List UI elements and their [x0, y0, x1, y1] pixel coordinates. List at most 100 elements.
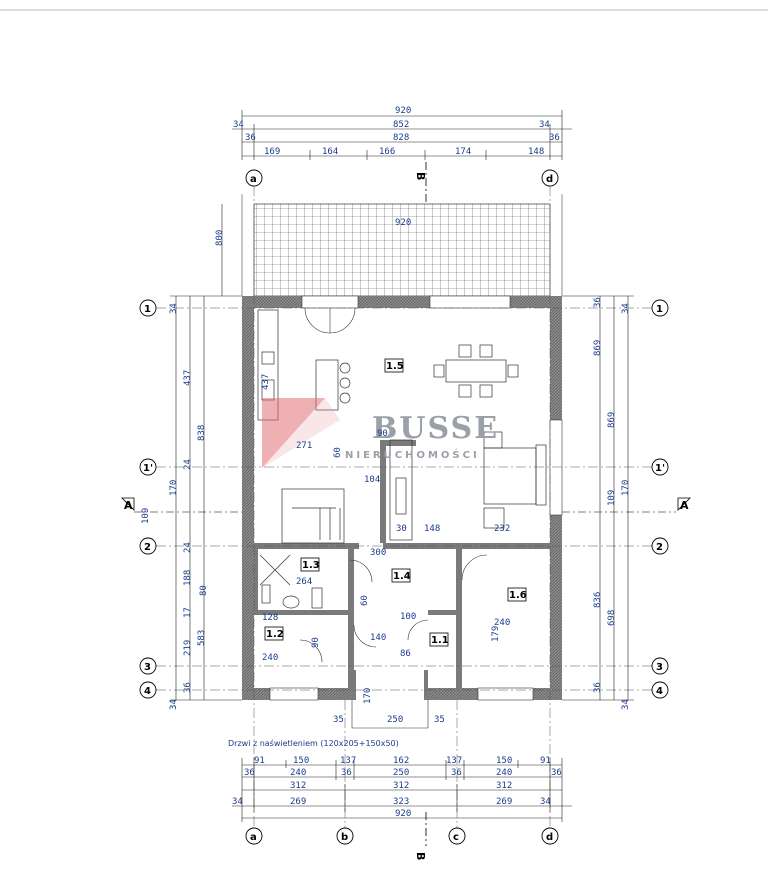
dim-right-1: 34: [621, 303, 631, 314]
watermark-sub: NIERUCHOMOŚCI: [345, 448, 480, 461]
dim-left-1: 437: [183, 370, 193, 386]
right-window: [549, 419, 563, 516]
dim-int-100: 100: [400, 612, 416, 622]
column-axis-bottom: [245, 827, 559, 845]
door-note: Drzwi z naświetleniem (120x205+150x50): [228, 738, 399, 748]
dim-bottom-row4-2: 323: [393, 797, 409, 807]
dim-top-row3-1: 828: [393, 133, 409, 143]
sliding-door: [429, 295, 511, 309]
dim-bottom-row2-6: 36: [551, 768, 562, 778]
dim-int-35a: 35: [333, 715, 344, 725]
dim-int-300: 300: [370, 548, 386, 558]
axis-top-d: d: [546, 174, 553, 185]
dim-bottom-row4-4: 34: [540, 797, 551, 807]
axis-left-2: 2: [144, 542, 151, 553]
dim-bottom-row4-1: 269: [290, 797, 306, 807]
top-dimensions: [232, 110, 572, 160]
axis-bottom-a: a: [250, 832, 257, 843]
outer-walls: [242, 296, 562, 700]
dim-top-row3-0: 36: [245, 133, 256, 143]
dim-top-row4-1: 164: [322, 147, 338, 157]
room-1-5: 1.5: [386, 361, 404, 372]
axis-right-1p: 1': [655, 463, 665, 474]
dim-terrace-depth: 800: [215, 230, 225, 246]
dim-int-86: 86: [400, 649, 411, 659]
dim-int-179: 179: [491, 626, 501, 642]
dim-int-30: 30: [396, 524, 407, 534]
axis-right-1: 1: [656, 304, 663, 315]
dim-top-row2-2: 34: [539, 120, 550, 130]
column-axis-top: [245, 169, 559, 187]
axis-right-3: 3: [656, 662, 663, 673]
dim-top-row3-2: 36: [549, 133, 560, 143]
door-swings: [299, 554, 488, 663]
dim-int-90b: 90: [311, 637, 321, 648]
dim-left-mid-1: 109: [141, 508, 151, 524]
dim-bottom-row4-3: 269: [496, 797, 512, 807]
dim-int-128: 128: [262, 613, 278, 623]
dim-top-row2-1: 852: [393, 120, 409, 130]
dim-bottom-row1-6: 91: [540, 756, 551, 766]
right-dimensions: [562, 295, 634, 701]
dim-top-row2-0: 34: [233, 120, 244, 130]
room-1-2: 1.2: [266, 629, 284, 640]
axis-bottom-c: c: [453, 832, 459, 843]
dim-left-4: 24: [183, 542, 193, 553]
dim-bottom-row1-2: 137: [340, 756, 356, 766]
dim-bottom-row2-5: 240: [496, 768, 512, 778]
dim-right-9: 34: [621, 699, 631, 710]
dim-top-row4-0: 169: [264, 147, 280, 157]
axis-bottom-b: b: [341, 832, 348, 843]
dim-bottom-row3-1: 312: [393, 781, 409, 791]
section-a-right-flag: [677, 497, 691, 511]
dim-left-0: 34: [169, 303, 179, 314]
dim-top-row4-4: 148: [528, 147, 544, 157]
axis-right-4: 4: [656, 686, 663, 697]
dim-right-4: 170: [621, 480, 631, 496]
dim-right-3: 869: [607, 412, 617, 428]
dim-int-232: 232: [494, 524, 510, 534]
axis-left-3: 3: [144, 662, 151, 673]
dim-int-60: 60: [333, 447, 343, 458]
dim-right-5: 109: [607, 490, 617, 506]
room-label-boxes: [264, 358, 527, 647]
dim-int-148: 148: [424, 524, 440, 534]
terrace-door: [301, 295, 359, 309]
dim-left-2: 24: [183, 459, 193, 470]
section-a-left-flag: [121, 497, 135, 511]
row-axis-bubbles: [139, 299, 669, 699]
left-dimensions: [170, 295, 242, 701]
busse-watermark: [262, 398, 340, 468]
room-1-1: 1.1: [431, 635, 449, 646]
dim-int-140: 140: [370, 633, 386, 643]
dim-bottom-row3-0: 312: [290, 781, 306, 791]
dim-bottom-row1-0: 91: [254, 756, 265, 766]
dim-bottom-row1-5: 150: [496, 756, 512, 766]
dim-left-mid-0: 838: [197, 425, 207, 441]
room-1-6: 1.6: [509, 590, 527, 601]
dim-bottom-row1-4: 137: [446, 756, 462, 766]
dim-terrace-width: 920: [395, 218, 411, 228]
axis-left-4: 4: [144, 686, 151, 697]
dim-bottom-row1-1: 150: [293, 756, 309, 766]
entrance-step: [351, 700, 429, 729]
dim-top-overall: 920: [395, 106, 411, 116]
dim-int-240b: 240: [494, 618, 510, 628]
section-mark-a-right: A: [680, 499, 689, 512]
dim-bottom-row2-2: 36: [341, 768, 352, 778]
section-mark-b-top: B: [414, 172, 427, 180]
dim-left-3: 170: [169, 480, 179, 496]
dim-left-5: 188: [183, 570, 193, 586]
dim-top-row4-3: 174: [455, 147, 471, 157]
furniture: [257, 309, 547, 609]
dim-right-6: 836: [593, 592, 603, 608]
dim-bottom-row2-1: 240: [290, 768, 306, 778]
dim-left-mid-2: 583: [197, 630, 207, 646]
dim-left-6: 17: [183, 607, 193, 618]
dim-bottom-row2-0: 36: [244, 768, 255, 778]
dim-bottom-row2-4: 36: [451, 768, 462, 778]
dim-left-9: 34: [169, 699, 179, 710]
dim-bottom-overall: 920: [395, 809, 411, 819]
dim-int-104: 104: [364, 475, 380, 485]
